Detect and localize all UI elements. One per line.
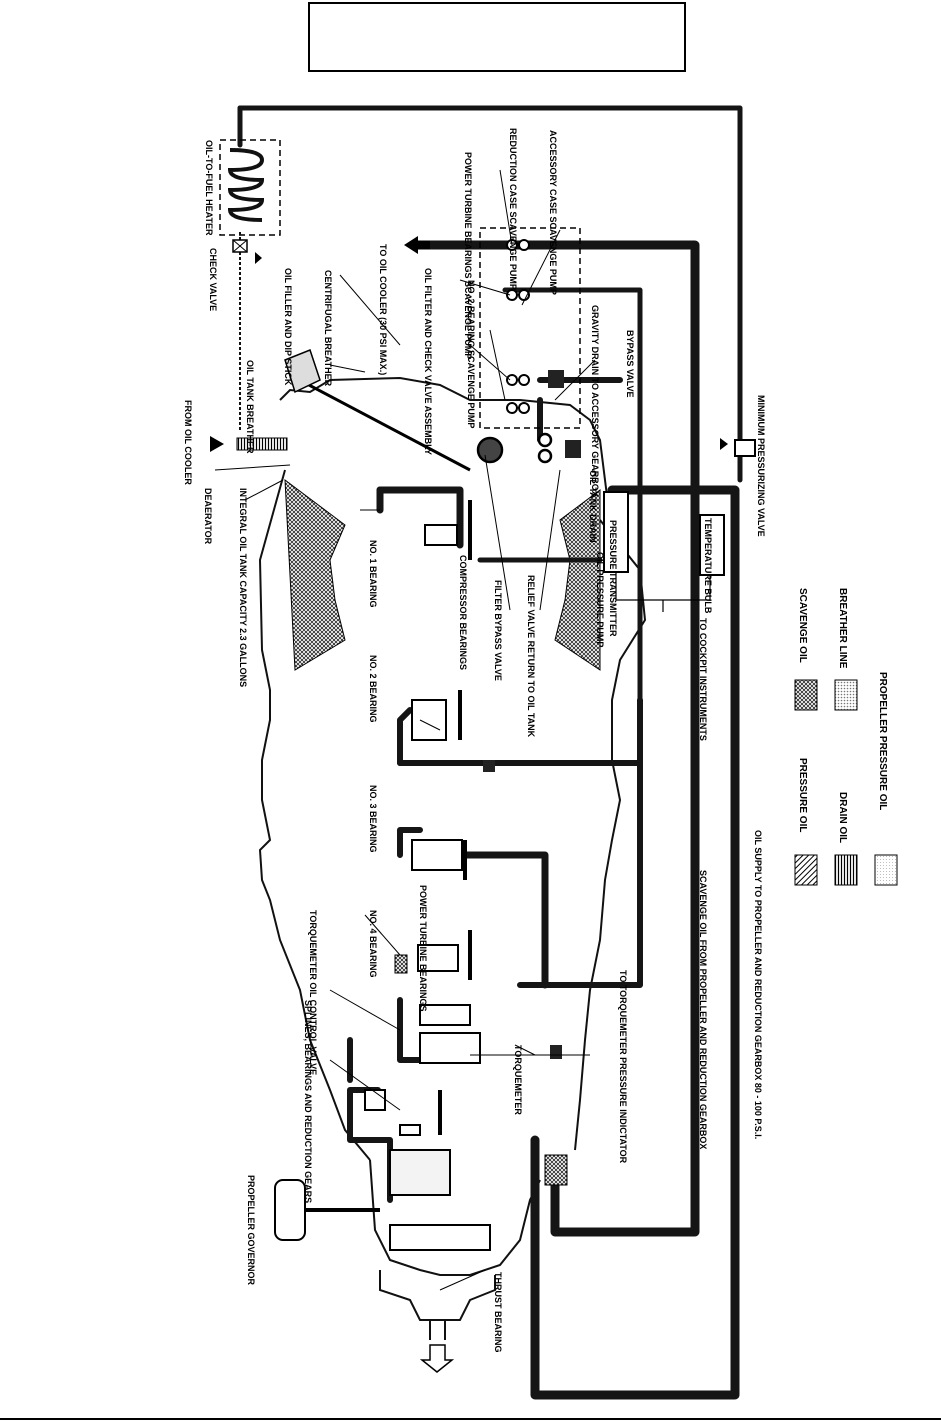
label-oil-pressure-pump: OIL PRESSURE PUMP <box>595 552 605 647</box>
from-oil-cooler-pipe <box>236 437 288 451</box>
propeller-governor <box>274 1179 306 1241</box>
label-to-oil-cooler: TO OIL COOLER (30 PSI MAX.) <box>378 244 388 375</box>
label-oil-filler: OIL FILLER AND DIP STICK <box>283 268 293 386</box>
label-deaerator: DEAERATOR <box>203 488 213 545</box>
prop-shaft-arrow <box>419 1344 455 1373</box>
leader-lines <box>214 169 596 1291</box>
oil-filler <box>284 349 471 472</box>
label-torquemeter-oil-control: TORQUEMETER OIL CONTROL VALVE <box>308 910 318 1075</box>
compressor-housing-right <box>554 489 601 671</box>
label-oil-to-fuel-heater: OIL-TO-FUEL HEATER <box>204 140 214 236</box>
label-integral-oil-tank: INTEGRAL OIL TANK CAPACITY 2.3 GALLONS <box>238 488 248 687</box>
label-compressor-bearings: COMPRESSOR BEARINGS <box>458 555 468 670</box>
scavenge-screen <box>544 1154 568 1186</box>
label-relief-valve-return: RELIEF VALVE RETURN TO OIL TANK <box>526 575 536 738</box>
legend-swatch-breather <box>834 679 858 711</box>
label-bypass-valve: BYPASS VALVE <box>625 330 635 398</box>
label-torquemeter: TORQUEMETER <box>513 1045 523 1115</box>
title-box <box>308 2 686 72</box>
legend-label-scavenge: SCAVENGE OIL <box>797 588 808 663</box>
label-to-torquemeter: TO TORQUEMETER PRESSURE INDICTATOR <box>618 970 628 1164</box>
label-oil-supply-to-prop: OIL SUPPLY TO PROPELLER AND REDUCTION GE… <box>753 830 763 1139</box>
label-oil-filter-check: OIL FILTER AND CHECK VALVE ASSEMBLY <box>423 268 433 455</box>
legend-label-breather: BREATHER LINE <box>837 588 848 669</box>
label-oil-tank-drain: OIL TANK DRAIN <box>588 470 598 543</box>
min-valve-arrow <box>720 438 728 450</box>
cockpit-instrument-line <box>615 572 711 612</box>
label-power-turbine-scavenge: POWER TURBINE BEARINGS SCAVENGE PUMP <box>463 152 473 359</box>
label-no4-bearing: NO. 4 BEARING <box>368 910 378 978</box>
label-power-turbine-bearings: POWER TURBINE BEARINGS <box>418 885 428 1012</box>
label-no3-bearing: NO. 3 BEARING <box>368 785 378 853</box>
scavenge-pump-box <box>479 227 581 429</box>
torquemeter-marker <box>550 1045 562 1059</box>
label-oil-tank-breather: OIL TANK BREATHER <box>245 360 255 454</box>
bypass-valve-block <box>548 370 564 388</box>
temperature-bulb-box <box>699 514 725 576</box>
legend-label-propeller: PROPELLER PRESSURE OIL <box>877 672 888 810</box>
bottom-rule <box>0 1418 941 1420</box>
label-no2-scavenge: NO. 2 BEARING SCAVENGE PUMP <box>466 280 476 428</box>
label-splines: SPLINES, BEARINGS AND REDUCTION GEARS <box>303 1000 313 1203</box>
oil-tank-drain-block <box>565 440 581 458</box>
no4-bearing-marker <box>394 954 408 974</box>
label-centrifugal-breather: CENTRIFUGAL BREATHER <box>323 270 333 387</box>
label-no2-bearing: NO. 2 BEARING <box>368 655 378 723</box>
label-scavenge-from-prop: SCAVENGE OIL FROM PROPELLER AND REDUCTIO… <box>698 870 708 1149</box>
label-reduction-case-scavenge: REDUCTION CASE SCAVENGE PUMP <box>508 128 518 290</box>
minimum-pressurizing-valve <box>734 439 756 457</box>
legend-swatch-propeller <box>874 854 898 886</box>
legend-swatch-pressure <box>794 854 818 886</box>
legend: PRESSURE OIL SCAVENGE OIL DRAIN OIL BREA… <box>794 588 898 886</box>
pressure-oil-lines <box>237 105 743 1400</box>
label-propeller-governor: PROPELLER GOVERNOR <box>246 1175 256 1286</box>
label-check-valve: CHECK VALVE <box>208 248 218 311</box>
no2-bearing-marker <box>483 760 495 772</box>
pressure-transmitter-box <box>603 491 629 573</box>
compressor-housing-left <box>284 478 346 671</box>
legend-swatch-drain <box>834 854 858 886</box>
legend-label-drain: DRAIN OIL <box>837 792 848 843</box>
legend-label-pressure: PRESSURE OIL <box>797 758 808 832</box>
label-gravity-drain: GRAVITY DRAIN TO ACCESSORY GEARBOX <box>590 305 600 497</box>
label-temperature-bulb: TEMPERATURE BULB <box>703 518 713 614</box>
rotated-labels: OIL-TO-FUEL HEATER CHECK VALVE FROM OIL … <box>183 128 766 1353</box>
label-no1-bearing: NO. 1 BEARING <box>368 540 378 608</box>
oil-to-fuel-heater <box>219 139 281 430</box>
label-minimum-pressurizing-valve: MINIMUM PRESSURIZING VALVE <box>756 395 766 537</box>
legend-swatch-scavenge <box>794 679 818 711</box>
label-filter-bypass-valve: FILTER BYPASS VALVE <box>493 580 503 681</box>
label-from-oil-cooler: FROM OIL COOLER <box>183 400 193 485</box>
bearings <box>364 524 491 1251</box>
oil-pressure-pump <box>476 432 553 464</box>
bearing-shafts <box>438 500 472 1135</box>
heater-arrow <box>255 252 262 264</box>
to-oil-cooler-arrow <box>404 236 418 254</box>
label-accessory-case-scavenge: ACCESSORY CASE SCAVENGE PUMP <box>548 130 558 295</box>
label-thrust-bearing: THRUST BEARING <box>493 1272 503 1353</box>
label-to-cockpit: TO COCKPIT INSTRUMENTS <box>698 618 708 741</box>
from-oil-cooler-arrow <box>210 436 224 452</box>
label-pressure-transmitter: PRESSURE TRANSMITTER <box>608 520 618 637</box>
